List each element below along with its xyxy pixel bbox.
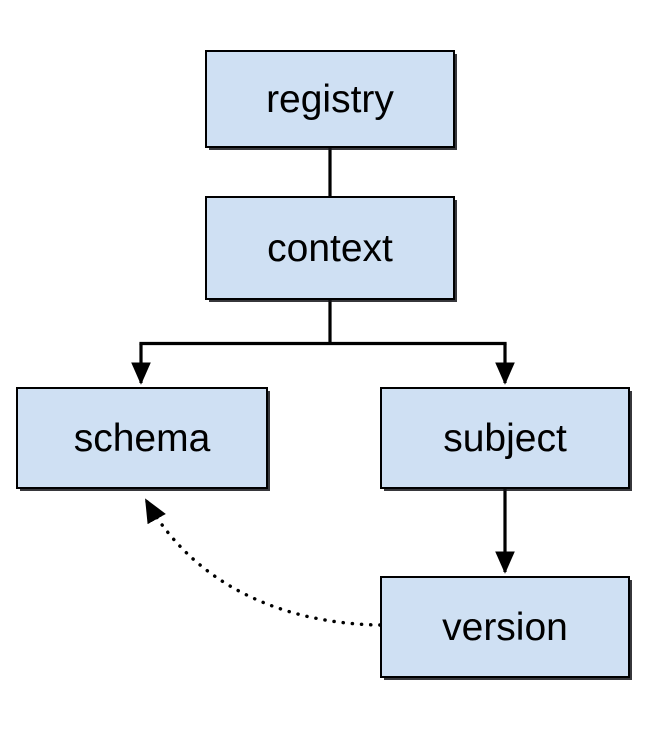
node-registry-label: registry: [266, 77, 394, 121]
node-schema-label: schema: [73, 416, 211, 460]
node-context-label: context: [267, 226, 393, 270]
edge-version-to-schema: [144, 498, 382, 627]
node-version-label: version: [442, 605, 568, 649]
node-subject-label: subject: [443, 416, 567, 460]
node-subject[interactable]: subject: [380, 387, 630, 489]
node-registry[interactable]: registry: [205, 50, 455, 148]
node-schema[interactable]: schema: [16, 387, 268, 489]
node-context[interactable]: context: [205, 196, 455, 300]
node-version[interactable]: version: [380, 576, 630, 678]
